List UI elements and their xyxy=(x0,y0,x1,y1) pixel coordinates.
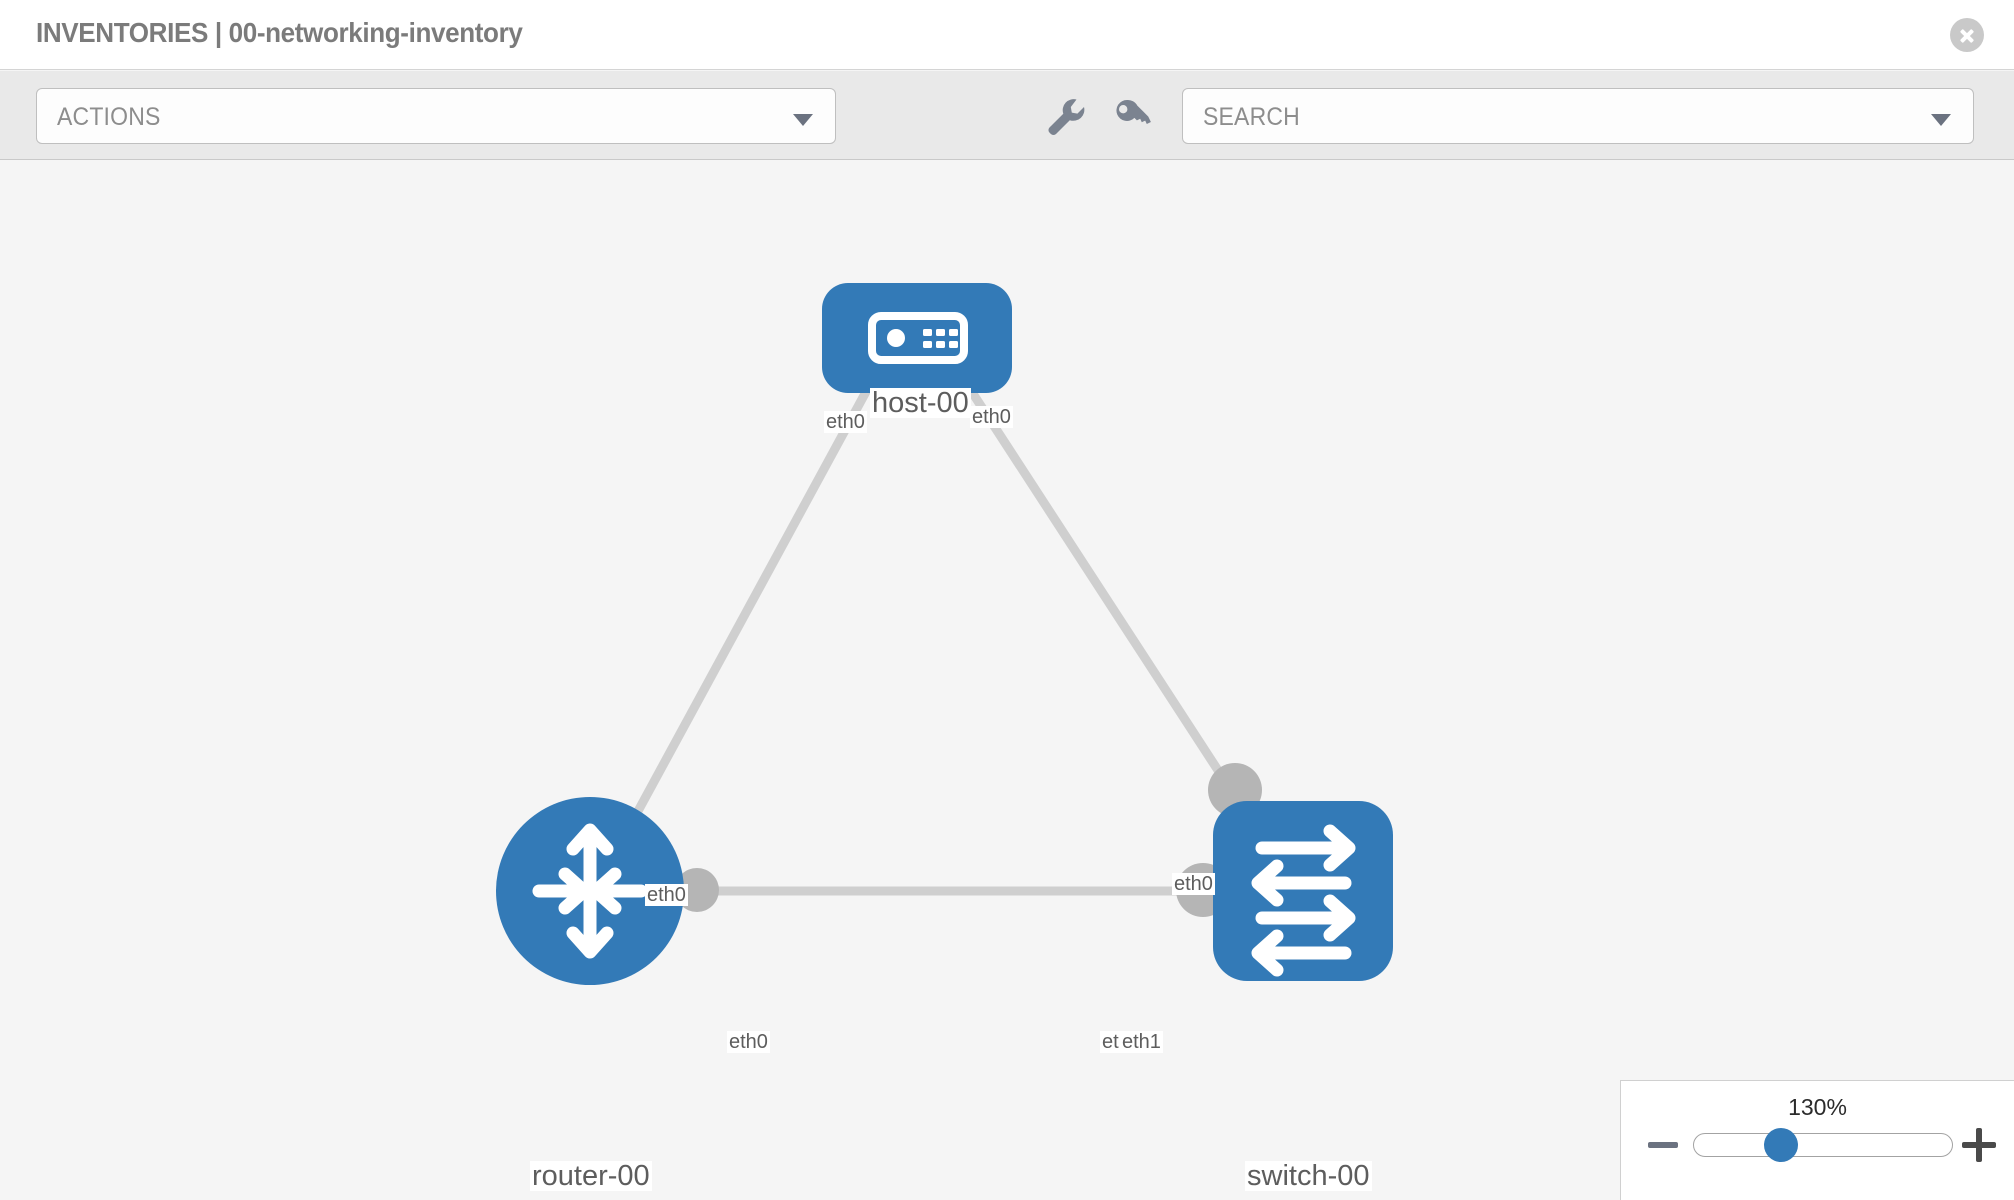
key-icon[interactable] xyxy=(1108,91,1158,141)
edge-host-router[interactable] xyxy=(596,363,884,884)
iface-label-switch-left: eth1 xyxy=(1120,1031,1163,1053)
search-input[interactable]: SEARCH xyxy=(1203,103,1300,131)
zoom-out-button[interactable] xyxy=(1647,1128,1681,1162)
topology-canvas[interactable]: eth0 host-00 eth0 eth0 eth0 eth0 eth0 et… xyxy=(0,161,2014,1200)
iface-label-host-left: eth0 xyxy=(824,411,867,433)
node-label-host-00: host-00 xyxy=(870,387,971,419)
wrench-icon[interactable] xyxy=(1040,91,1090,141)
zoom-control-panel: 130% xyxy=(1620,1080,2014,1200)
page-header: INVENTORIES | 00-networking-inventory xyxy=(0,0,2014,70)
edge-layer xyxy=(596,363,1300,896)
chevron-down-icon xyxy=(1931,114,1951,126)
page-title: INVENTORIES | 00-networking-inventory xyxy=(36,17,523,48)
node-router-00[interactable] xyxy=(496,797,684,985)
zoom-level-value: 130% xyxy=(1788,1094,1847,1120)
actions-dropdown[interactable]: ACTIONS xyxy=(36,88,836,144)
iface-label-host-right: eth0 xyxy=(970,406,1013,428)
node-host-00[interactable] xyxy=(822,283,1012,393)
iface-label-router-right: eth0 xyxy=(727,1031,770,1053)
zoom-slider-track[interactable] xyxy=(1693,1133,1953,1157)
node-label-router-00: router-00 xyxy=(530,1160,652,1192)
zoom-slider-thumb[interactable] xyxy=(1764,1128,1798,1162)
zoom-in-button[interactable] xyxy=(1962,1128,1996,1162)
topology-graph[interactable] xyxy=(0,161,2014,1200)
actions-dropdown-label: ACTIONS xyxy=(57,103,161,131)
toolbar: ACTIONS SEARCH xyxy=(0,71,2014,160)
router-arrows-icon xyxy=(532,823,648,959)
search-dropdown[interactable]: SEARCH xyxy=(1182,88,1974,144)
iface-label-switch-up: eth0 xyxy=(1172,873,1215,895)
close-icon[interactable] xyxy=(1950,18,1984,52)
iface-label-router-up: eth0 xyxy=(645,884,688,906)
server-device-icon xyxy=(868,312,968,364)
chevron-down-icon xyxy=(793,114,813,126)
node-label-switch-00: switch-00 xyxy=(1245,1160,1372,1192)
switch-arrows-icon xyxy=(1251,824,1356,977)
node-switch-00[interactable] xyxy=(1213,801,1393,981)
